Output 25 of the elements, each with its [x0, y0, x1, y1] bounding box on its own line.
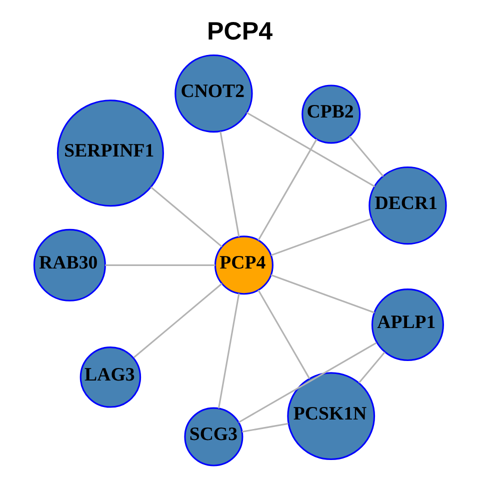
connector [105, 264, 216, 266]
node-circle: CPB2 [302, 84, 361, 144]
connector [270, 218, 372, 256]
node-circle: CNOT2 [174, 54, 253, 133]
node-circle: DECR1 [368, 166, 447, 245]
connector [258, 138, 318, 241]
connector [349, 136, 384, 177]
connector [238, 342, 377, 424]
node-circle: SCG3 [184, 407, 244, 466]
node-circle: RAB30 [33, 228, 106, 302]
node-circle: PCP4 [214, 236, 274, 295]
node-circle: LAG3 [80, 346, 142, 408]
connector [246, 112, 376, 188]
connector [258, 290, 310, 380]
diagram-title: PCP4 [207, 18, 273, 46]
node-circle: PCSK1N [287, 372, 376, 460]
connector [218, 293, 240, 409]
node-circle: SERPINF1 [56, 100, 164, 207]
connector [220, 131, 240, 237]
connector [242, 422, 288, 433]
connector [150, 186, 222, 248]
connector [358, 352, 386, 384]
node-circle: APLP1 [371, 288, 444, 362]
connector [270, 274, 375, 314]
connector [133, 283, 222, 358]
